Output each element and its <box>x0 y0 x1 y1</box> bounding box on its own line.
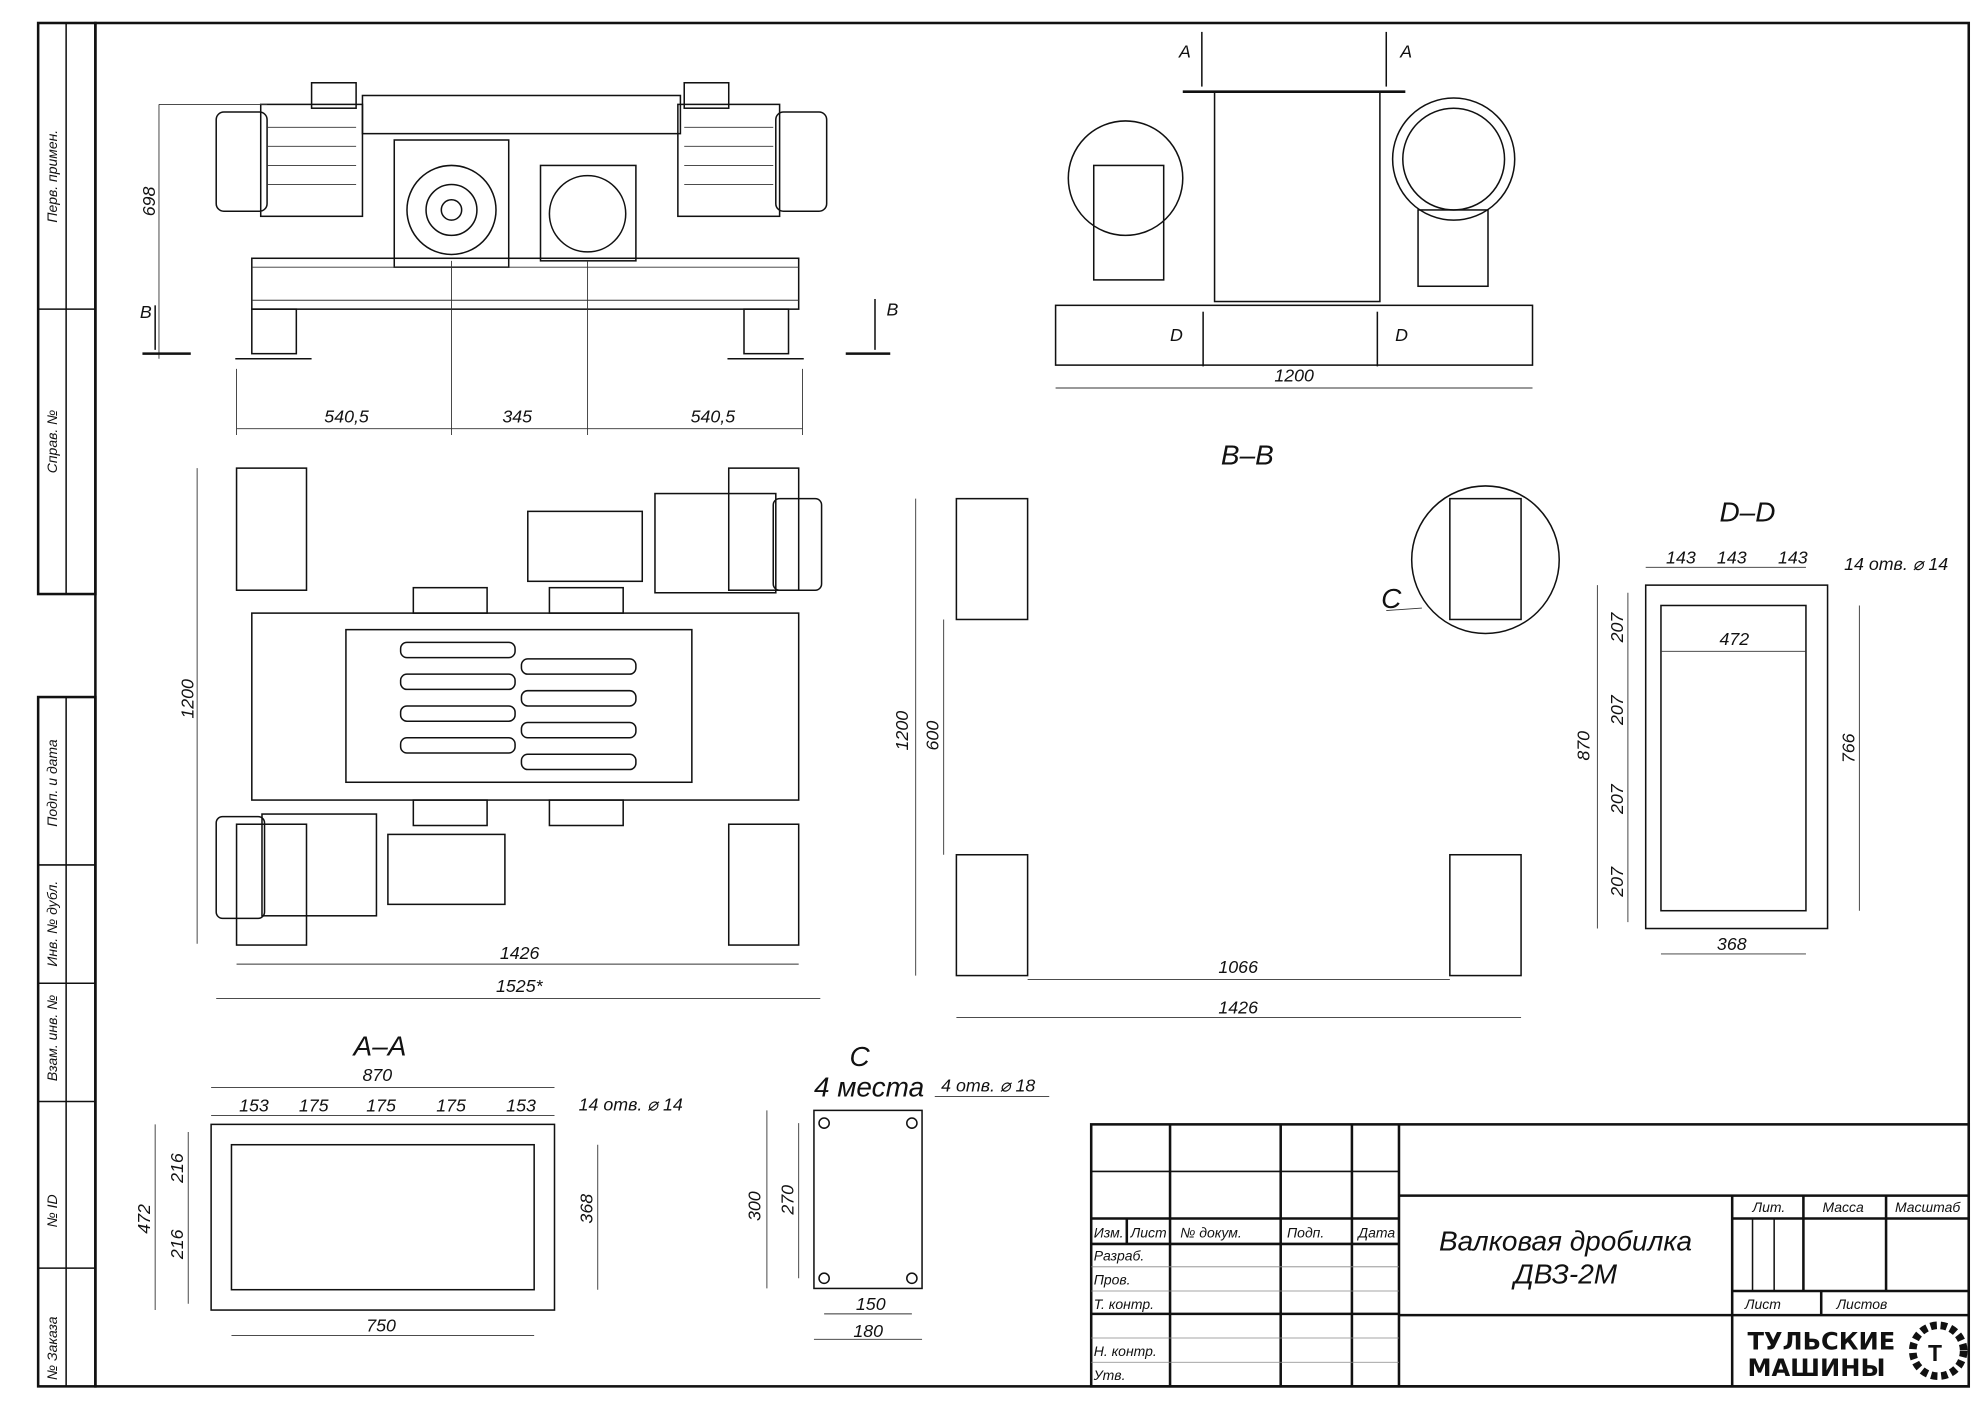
header-sign: Подп. <box>1287 1225 1324 1241</box>
side-view: A A D D 1200 <box>1054 31 1534 389</box>
row-developer: Разраб. <box>1094 1247 1145 1263</box>
svg-text:ТУЛЬСКИЕ: ТУЛЬСКИЕ <box>1747 1327 1895 1355</box>
svg-text:T: T <box>1928 1340 1942 1366</box>
dim: 300 <box>745 1191 765 1221</box>
dim-height: 698 <box>139 187 159 217</box>
mass-label: Масса <box>1822 1199 1864 1215</box>
dim: 153 <box>239 1096 269 1116</box>
dim: 345 <box>502 406 532 426</box>
dim: 750 <box>366 1316 396 1336</box>
dim: 153 <box>506 1096 536 1116</box>
dim: 870 <box>362 1065 392 1085</box>
dim: 175 <box>299 1096 329 1116</box>
dim: 175 <box>366 1096 396 1116</box>
svg-text:МАШИНЫ: МАШИНЫ <box>1747 1354 1885 1382</box>
row-tech-control: Т. контр. <box>1094 1296 1154 1312</box>
holes-note: 14 отв. ⌀ 14 <box>1844 554 1948 574</box>
dim: 870 <box>1574 731 1594 761</box>
dim: 368 <box>577 1194 597 1224</box>
dim-width: 1426 <box>500 943 540 963</box>
stamp-label: № Заказа <box>44 1316 60 1380</box>
section-title: D–D <box>1719 497 1775 528</box>
holes-note: 14 отв. ⌀ 14 <box>579 1094 683 1114</box>
header-list: Лист <box>1130 1225 1167 1241</box>
dim: 207 <box>1607 783 1627 815</box>
header-doc: № докум. <box>1180 1225 1242 1241</box>
section-aa: A–A 870 153 175 175 175 153 14 отв. ⌀ 14… <box>134 1031 683 1336</box>
header-date: Дата <box>1356 1225 1395 1241</box>
dim: 766 <box>1838 733 1858 763</box>
stamp-label: Инв. № дубл. <box>44 881 60 967</box>
dim: 540,5 <box>324 406 369 426</box>
section-mark: A <box>1399 41 1412 61</box>
dim: 600 <box>923 721 943 751</box>
sheets-label: Листов <box>1835 1296 1887 1312</box>
dim: 180 <box>853 1321 883 1341</box>
lit-label: Лит. <box>1752 1199 1786 1215</box>
dim: 207 <box>1607 612 1627 644</box>
section-mark: D <box>1395 325 1408 345</box>
callout-c: C <box>1381 583 1402 614</box>
dim: 143 <box>1717 548 1747 568</box>
dim: 207 <box>1607 694 1627 726</box>
dim: 150 <box>856 1294 886 1314</box>
section-mark: B <box>886 300 898 320</box>
dim: 1426 <box>1218 998 1258 1018</box>
detail-c: C 4 места 4 отв. ⌀ 18 300 270 150 180 <box>745 1041 1050 1341</box>
holes-note: 4 отв. ⌀ 18 <box>941 1075 1035 1095</box>
stamp-label: № ID <box>44 1194 60 1227</box>
title-block: Изм. Лист № докум. Подп. Дата Разраб. Пр… <box>1089 1123 1971 1388</box>
dim: 175 <box>436 1096 466 1116</box>
stamp-label: Справ. № <box>44 410 60 474</box>
front-view: 698 B B 540,5 345 540,5 <box>139 82 898 436</box>
dim: 143 <box>1778 548 1808 568</box>
header-izm: Изм. <box>1094 1225 1124 1241</box>
product-code: ДВЗ-2М <box>1511 1258 1618 1289</box>
section-dd: D–D 143 143 143 14 отв. ⌀ 14 207 207 207… <box>1574 497 1948 955</box>
stamp-label: Подп. и дата <box>44 739 60 827</box>
section-bb: B–B C 1200 600 1066 1426 <box>892 439 1560 1018</box>
stamp-label: Перв. примен. <box>44 130 60 223</box>
company-logo: ТУЛЬСКИЕ МАШИНЫ T <box>1747 1321 1968 1382</box>
dim: 368 <box>1717 934 1747 954</box>
row-approved: Утв. <box>1093 1367 1126 1383</box>
dim: 472 <box>1719 629 1749 649</box>
dim-width: 1525* <box>496 976 544 996</box>
sheet-label: Лист <box>1744 1296 1781 1312</box>
dim: 143 <box>1666 548 1696 568</box>
section-mark: B <box>140 302 152 322</box>
dim: 270 <box>778 1185 798 1216</box>
row-checked: Пров. <box>1094 1272 1131 1288</box>
dim: 207 <box>1607 866 1627 898</box>
dim: 540,5 <box>691 406 736 426</box>
dim: 1200 <box>892 711 912 751</box>
dim: 1066 <box>1218 957 1258 977</box>
sheet-frame <box>94 21 1971 1388</box>
dim-width: 1200 <box>1274 366 1314 386</box>
scale-label: Масштаб <box>1895 1199 1961 1215</box>
dim: 216 <box>167 1153 187 1184</box>
dim: 472 <box>134 1204 154 1234</box>
detail-qty: 4 места <box>814 1071 924 1102</box>
gear-icon <box>1908 1321 1968 1381</box>
section-title: B–B <box>1221 439 1274 470</box>
detail-title: C <box>850 1041 871 1072</box>
section-mark: D <box>1170 325 1183 345</box>
section-title: A–A <box>352 1031 407 1062</box>
top-view: 1200 1426 1525* <box>177 467 823 999</box>
section-mark: A <box>1178 41 1191 61</box>
product-name: Валковая дробилка <box>1439 1225 1692 1256</box>
row-norm-control: Н. контр. <box>1094 1343 1157 1359</box>
stamp-label: Взам. инв. № <box>44 995 60 1081</box>
dim: 216 <box>167 1229 187 1260</box>
side-stamps: Перв. примен. Справ. № Подп. и дата Инв.… <box>36 21 97 1388</box>
dim-height: 1200 <box>177 679 197 719</box>
